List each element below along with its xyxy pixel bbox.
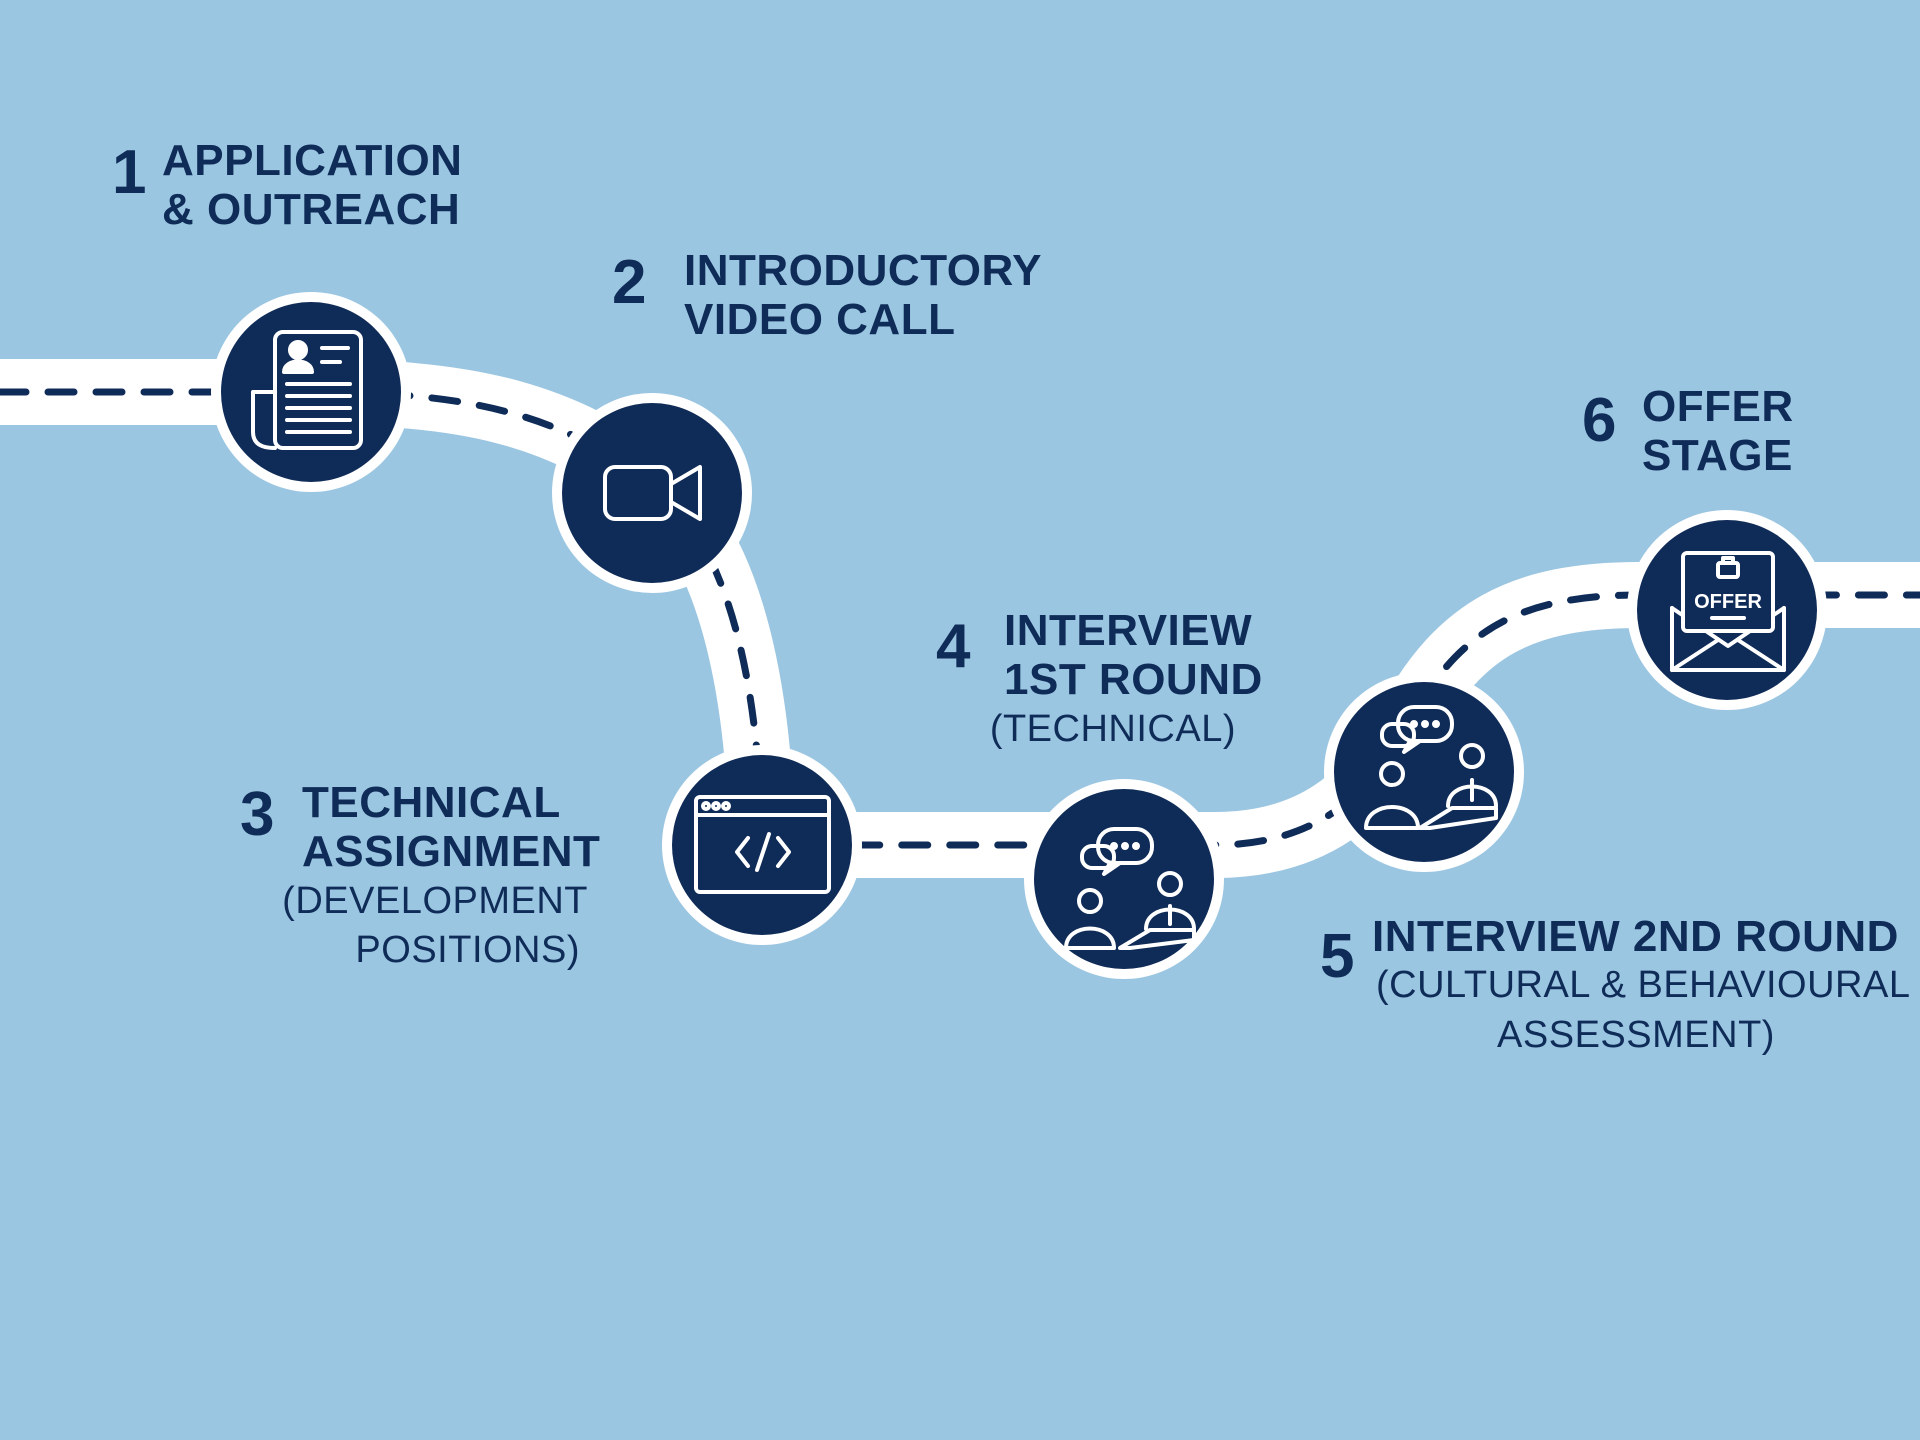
- offer-envelope-icon: [1670, 551, 1786, 672]
- step-number: 3: [240, 780, 275, 849]
- offer-icon-label: OFFER: [1694, 591, 1762, 613]
- step-4-circle: [1024, 779, 1224, 979]
- step-number: 1: [112, 138, 147, 207]
- step-6-circle: OFFER: [1627, 510, 1827, 710]
- step-2-label: 2 INTRODUCTORY VIDEO CALL: [612, 246, 1042, 345]
- step-4-label: 4 INTERVIEW 1ST ROUND (TECHNICAL): [936, 606, 1263, 754]
- step-title: TECHNICAL ASSIGNMENT: [302, 778, 601, 877]
- road-center-line: [0, 388, 1920, 849]
- step-5-label: 5 INTERVIEW 2ND ROUND (CULTURAL & BEHAVI…: [1320, 912, 1911, 1060]
- step-subtitle: (DEVELOPMENT POSITIONS): [282, 879, 588, 971]
- step-3-label: 3 TECHNICAL ASSIGNMENT (DEVELOPMENT POSI…: [240, 778, 600, 975]
- step-subtitle: (CULTURAL & BEHAVIOURAL ASSESSMENT): [1376, 964, 1911, 1056]
- interview-chat-icon: [1064, 827, 1196, 950]
- step-3-circle: [662, 745, 862, 945]
- video-camera-icon: [603, 465, 702, 521]
- step-5-circle: [1324, 672, 1524, 872]
- step-title: INTERVIEW 2ND ROUND: [1372, 912, 1899, 961]
- code-window-icon: [694, 795, 831, 894]
- step-title: INTERVIEW 1ST ROUND: [1004, 606, 1263, 705]
- step-subtitle: (TECHNICAL): [989, 707, 1236, 750]
- step-title: INTRODUCTORY VIDEO CALL: [684, 246, 1042, 345]
- step-title: OFFER STAGE: [1642, 382, 1794, 481]
- step-2-circle: [552, 393, 752, 593]
- step-1-circle: [211, 292, 411, 492]
- step-1-label: 1 APPLICATION & OUTREACH: [112, 136, 462, 235]
- interview-chat-icon: [1364, 705, 1498, 830]
- resume-icon: [251, 330, 363, 450]
- step-6-label: 6 OFFER STAGE: [1582, 382, 1794, 481]
- step-number: 4: [936, 612, 971, 681]
- step-number: 5: [1320, 922, 1355, 991]
- step-number: 2: [612, 248, 647, 317]
- step-number: 6: [1582, 386, 1617, 455]
- step-title: APPLICATION & OUTREACH: [162, 136, 463, 235]
